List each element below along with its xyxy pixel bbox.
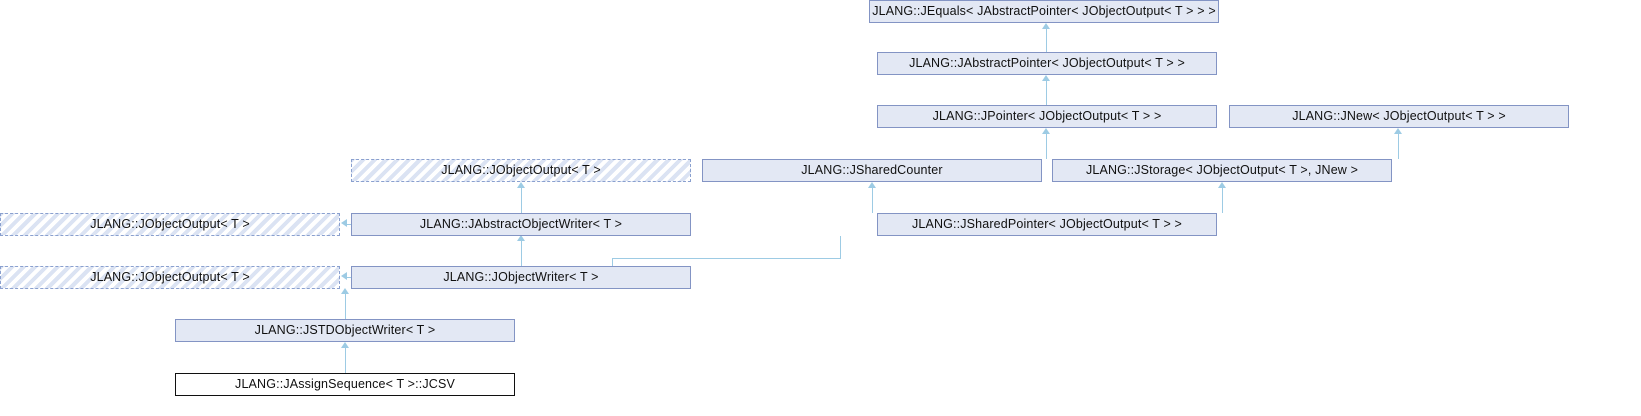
node-label: JLANG::JObjectOutput< T > xyxy=(441,163,601,178)
arrowhead-jstdobjectwriter xyxy=(341,342,349,348)
arrowhead-jsharedcounter xyxy=(868,182,876,188)
edge-jobjectwriter-jabstractobjectwriter xyxy=(521,241,522,266)
arrowhead-jobjectwriter xyxy=(341,288,349,294)
edge-jabstractpointer-jequals xyxy=(1046,29,1047,52)
node-jcsv-current-class[interactable]: JLANG::JAssignSequence< T >::JCSV xyxy=(175,373,515,396)
arrowhead-jabstractobjectwriter xyxy=(517,235,525,241)
node-label: JLANG::JAssignSequence< T >::JCSV xyxy=(235,377,455,392)
edge-jsharedpointer-down xyxy=(840,236,841,258)
arrowhead-jobjectoutput-top xyxy=(517,182,525,188)
edge-jpointer-jabstractpointer xyxy=(1046,81,1047,105)
edge-jsharedpointer-stub xyxy=(840,236,841,237)
node-jsharedcounter[interactable]: JLANG::JSharedCounter xyxy=(702,159,1042,182)
edge-jcsv-jstdobjectwriter xyxy=(345,348,346,373)
node-label: JLANG::JObjectOutput< T > xyxy=(90,217,250,232)
node-label: JLANG::JSharedPointer< JObjectOutput< T … xyxy=(911,217,1183,232)
node-jpointer[interactable]: JLANG::JPointer< JObjectOutput< T > > xyxy=(877,105,1217,128)
node-jabstractobjectwriter[interactable]: JLANG::JAbstractObjectWriter< T > xyxy=(351,213,691,236)
edge-jstorage-jpointer xyxy=(1046,134,1047,159)
node-label: JLANG::JPointer< JObjectOutput< T > > xyxy=(932,109,1162,124)
arrowhead-jabstractpointer xyxy=(1042,75,1050,81)
edge-jstdobjectwriter-jobjectwriter xyxy=(345,294,346,319)
edge-jsharedpointer-jsharedcounter xyxy=(872,188,873,213)
node-label: JLANG::JSTDObjectWriter< T > xyxy=(254,323,436,338)
edge-jsharedpointer-to-jobjectwriter xyxy=(612,258,841,259)
arrowhead-jstorage xyxy=(1218,182,1226,188)
edge-jstorage-jnew xyxy=(1398,134,1399,159)
node-label: JLANG::JNew< JObjectOutput< T > > xyxy=(1292,109,1506,124)
node-label: JLANG::JAbstractPointer< JObjectOutput< … xyxy=(909,56,1185,71)
node-jobjectwriter[interactable]: JLANG::JObjectWriter< T > xyxy=(351,266,691,289)
node-label: JLANG::JSharedCounter xyxy=(801,163,943,178)
edge-jobjectwriter-up-right xyxy=(612,258,613,266)
node-jnew[interactable]: JLANG::JNew< JObjectOutput< T > > xyxy=(1229,105,1569,128)
edge-jsharedpointer-jstorage xyxy=(1222,188,1223,213)
node-label: JLANG::JObjectOutput< T > xyxy=(90,270,250,285)
node-label: JLANG::JAbstractObjectWriter< T > xyxy=(419,217,623,232)
node-jequals[interactable]: JLANG::JEquals< JAbstractPointer< JObjec… xyxy=(869,0,1219,23)
arrowhead-jpointer xyxy=(1042,128,1050,134)
node-jsharedpointer[interactable]: JLANG::JSharedPointer< JObjectOutput< T … xyxy=(877,213,1217,236)
edge-jabstractobjectwriter-jobjectoutput-top xyxy=(521,188,522,213)
node-jobjectoutput-low[interactable]: JLANG::JObjectOutput< T > xyxy=(0,266,340,289)
node-label: JLANG::JEquals< JAbstractPointer< JObjec… xyxy=(872,4,1216,19)
arrowhead-jnew xyxy=(1394,128,1402,134)
arrowhead-jequals xyxy=(1042,23,1050,29)
edge-jstdobjectwriter-join xyxy=(345,311,346,312)
node-jstorage[interactable]: JLANG::JStorage< JObjectOutput< T >, JNe… xyxy=(1052,159,1392,182)
arrowhead-jobjectoutput-mid xyxy=(341,219,347,227)
node-jobjectoutput-mid[interactable]: JLANG::JObjectOutput< T > xyxy=(0,213,340,236)
node-label: JLANG::JObjectWriter< T > xyxy=(443,270,599,285)
node-jobjectoutput-top[interactable]: JLANG::JObjectOutput< T > xyxy=(351,159,691,182)
arrowhead-jobjectoutput-low xyxy=(341,272,347,280)
node-jstdobjectwriter[interactable]: JLANG::JSTDObjectWriter< T > xyxy=(175,319,515,342)
node-jabstractpointer[interactable]: JLANG::JAbstractPointer< JObjectOutput< … xyxy=(877,52,1217,75)
node-label: JLANG::JStorage< JObjectOutput< T >, JNe… xyxy=(1085,163,1359,178)
